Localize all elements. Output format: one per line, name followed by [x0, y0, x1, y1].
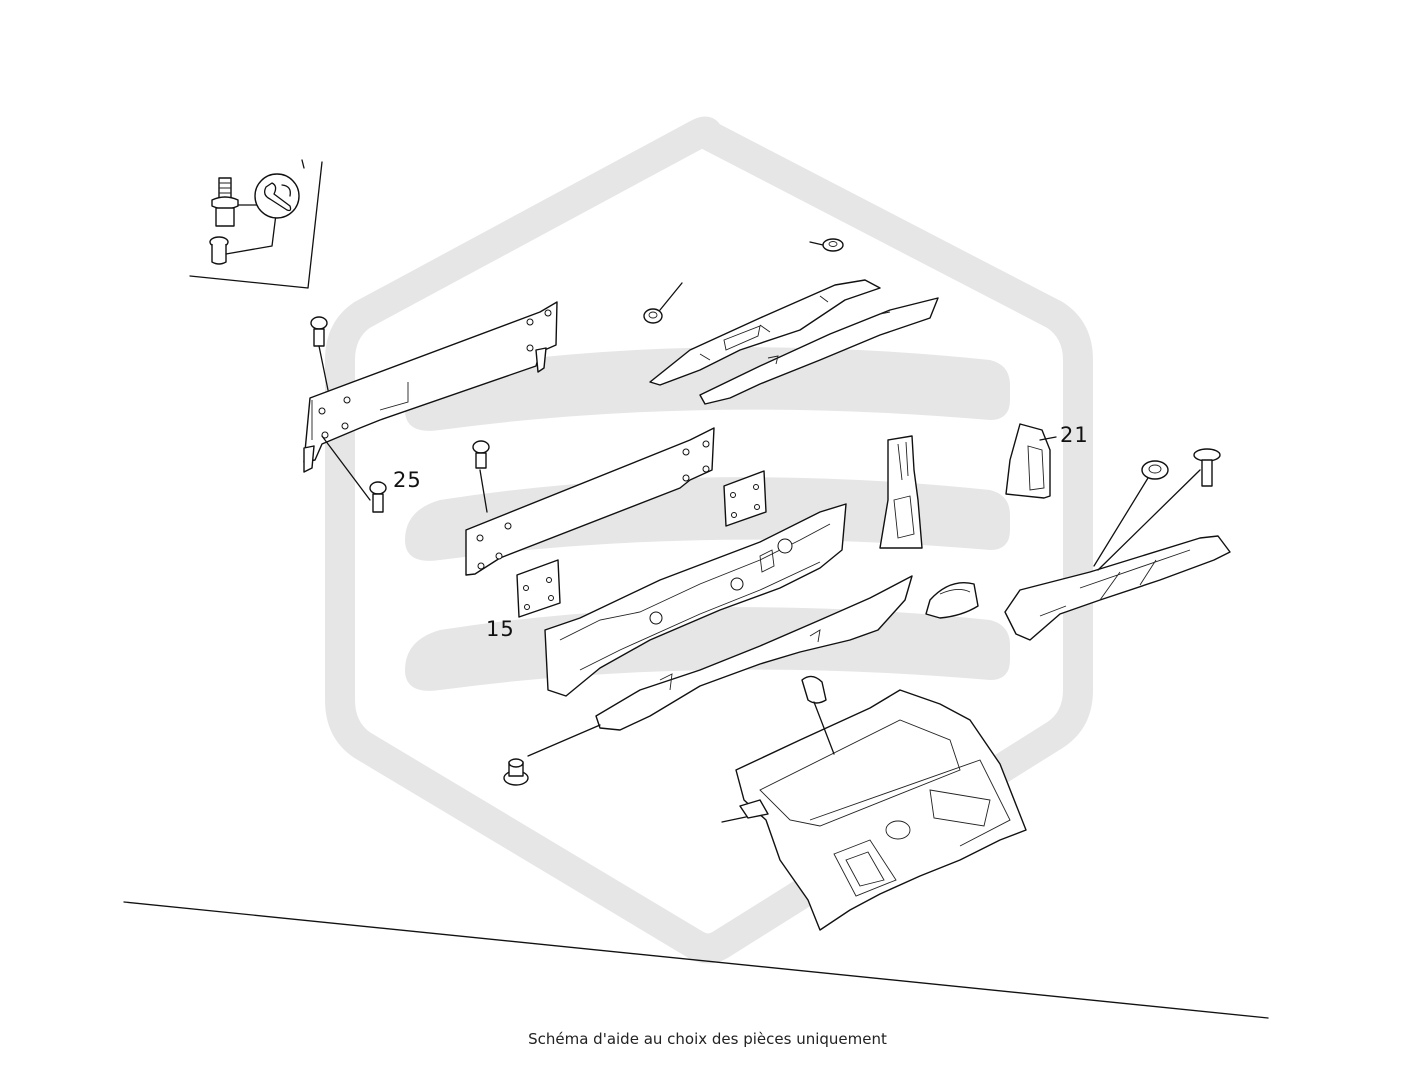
bracket-21 [1005, 423, 1051, 499]
rubber-plug [503, 724, 601, 786]
callout-21: 21 [1060, 423, 1089, 447]
washer-top [809, 238, 844, 252]
upper-side-member-2 [699, 297, 939, 405]
plate-15 [516, 559, 561, 618]
rear-floor-assembly [735, 689, 1027, 931]
clip-right [1097, 448, 1221, 571]
front-crossmember [303, 301, 558, 473]
bolt-25 [321, 435, 387, 513]
callout-15: 15 [486, 617, 515, 641]
middle-rail [465, 427, 715, 576]
fastener-inset [189, 159, 323, 289]
plate-center [723, 470, 767, 527]
callout-25: 25 [393, 468, 422, 492]
bolt-upper [310, 316, 329, 391]
grommet-right [1093, 460, 1169, 567]
pillar-bracket [879, 435, 923, 549]
lower-chassis-rail [595, 575, 913, 731]
floor-panel-right [1004, 535, 1231, 641]
main-chassis-rail [544, 503, 847, 697]
washer-mid [643, 282, 683, 324]
clip-small [801, 675, 835, 755]
upper-side-member-1 [649, 279, 881, 386]
diagram-caption: Schéma d'aide au choix des pièces unique… [528, 1030, 887, 1048]
curved-bracket [925, 582, 979, 619]
bolt-middle [472, 440, 490, 513]
wrench-icon [254, 173, 300, 219]
